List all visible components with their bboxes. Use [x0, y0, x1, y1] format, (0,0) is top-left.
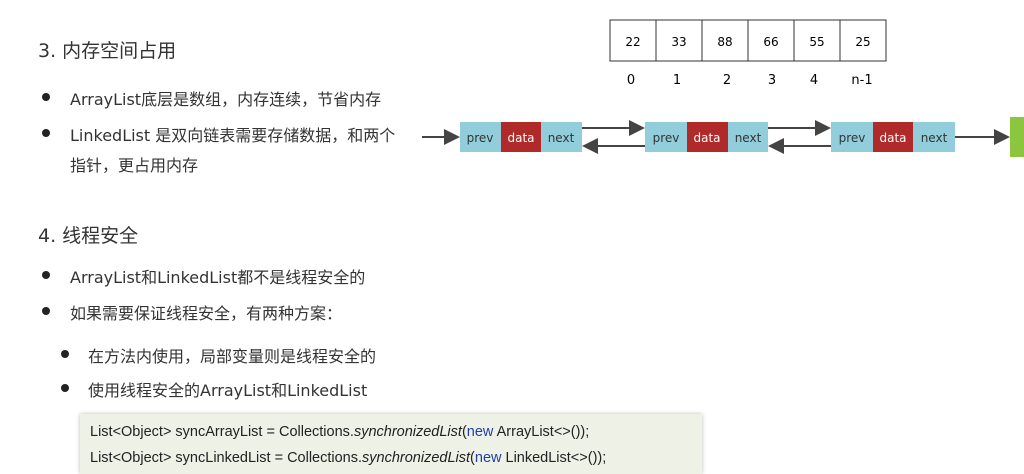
- data-label: data: [879, 131, 906, 145]
- section-3-title: 3. 内存空间占用: [38, 40, 177, 62]
- prev-label: prev: [467, 131, 494, 145]
- bullet-text: LinkedList 是双向链表需要存储数据，和两个: [70, 126, 396, 145]
- bullet-text: ArrayList底层是数组，内存连续，节省内存: [70, 90, 382, 109]
- code-line: List<Object> syncArrayList = Collections…: [90, 424, 590, 440]
- array-cell: [701, 19, 749, 62]
- bullet-icon: [42, 93, 50, 101]
- array-value: 22: [625, 35, 640, 49]
- sub-bullet-text: 在方法内使用，局部变量则是线程安全的: [88, 347, 377, 366]
- code-line: List<Object> syncLinkedList = Collection…: [90, 450, 607, 466]
- array-value: 66: [763, 35, 778, 49]
- array-value: 55: [809, 35, 824, 49]
- bullet-text: ArrayList和LinkedList都不是线程安全的: [70, 268, 366, 287]
- bullet-icon: [61, 350, 69, 358]
- linked-list-diagram: prev data next prev data next prev data …: [422, 117, 1024, 157]
- array-cell: [747, 19, 795, 62]
- bullet-icon: [42, 129, 50, 137]
- list-node: prev data next: [831, 122, 955, 152]
- array-index: 3: [768, 73, 776, 88]
- tail-node: [1010, 117, 1024, 157]
- array-cell: [839, 19, 887, 62]
- bullet-text: 指针，更占用内存: [70, 156, 199, 175]
- data-label: data: [507, 131, 534, 145]
- section-4-title: 4. 线程安全: [38, 225, 139, 247]
- array-value: 25: [855, 35, 870, 49]
- data-label: data: [693, 131, 720, 145]
- bullet-icon: [61, 384, 69, 392]
- bullet-icon: [42, 271, 50, 279]
- code-block: List<Object> syncArrayList = Collections…: [80, 414, 702, 474]
- list-node: prev data next: [645, 122, 768, 152]
- array-value: 88: [717, 35, 732, 49]
- array-index: 4: [810, 73, 818, 88]
- array-cell: [793, 19, 841, 62]
- next-label: next: [548, 131, 575, 145]
- prev-label: prev: [653, 131, 680, 145]
- bullet-icon: [42, 307, 50, 315]
- list-node: prev data next: [460, 122, 582, 152]
- array-index: 2: [723, 73, 731, 88]
- array-index: n-1: [851, 73, 872, 88]
- sub-bullet-text: 使用线程安全的ArrayList和LinkedList: [88, 381, 368, 400]
- array-cell: [655, 19, 703, 62]
- array-value: 33: [671, 35, 686, 49]
- array-index: 1: [673, 73, 681, 88]
- array-cell: [609, 19, 657, 62]
- data-structure-diagram: 22 33 88 66 55 25 0 1 2 3 4 n-1 prev dat…: [422, 19, 1024, 157]
- prev-label: prev: [839, 131, 866, 145]
- bullet-text: 如果需要保证线程安全，有两种方案：: [70, 304, 343, 323]
- array-index: 0: [627, 73, 635, 88]
- next-label: next: [735, 131, 762, 145]
- array-diagram: 22 33 88 66 55 25 0 1 2 3 4 n-1: [609, 19, 887, 88]
- next-label: next: [921, 131, 948, 145]
